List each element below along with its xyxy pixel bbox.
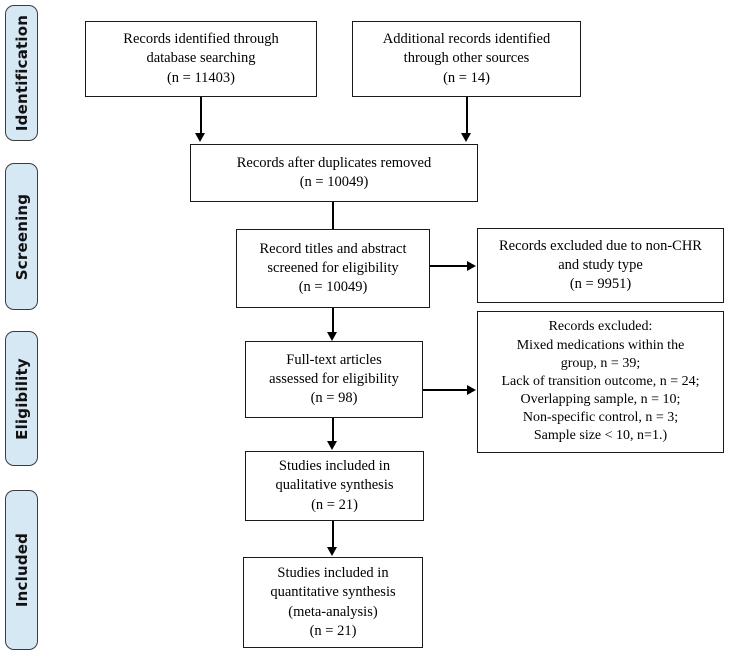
connector-fulltext-to-qualitative (332, 418, 334, 443)
arrowhead-fulltext-to-qualitative (327, 441, 337, 450)
box-records-screened-text: Record titles and abstract screened for … (259, 240, 407, 296)
connector-screened-to-excluded (430, 265, 469, 267)
stage-tab-identification: Identification (5, 5, 38, 141)
connector-fulltext-to-excluded (423, 389, 469, 391)
stage-tab-eligibility: Eligibility (5, 331, 38, 466)
box-records-after-duplicates-text: Records after duplicates removed (n = 10… (236, 154, 432, 190)
stage-tab-included-label: Included (12, 532, 31, 608)
box-fulltext-assessed: Full-text articles assessed for eligibil… (245, 341, 423, 418)
stage-tab-screening-label: Screening (12, 193, 31, 280)
arrowhead-fulltext-to-excluded (467, 384, 476, 395)
arrowhead-database-to-duplicates (195, 133, 205, 142)
box-quantitative-synthesis: Studies included in quantitative synthes… (243, 557, 423, 648)
box-qualitative-synthesis-text: Studies included in qualitative synthesi… (275, 458, 394, 513)
box-qualitative-synthesis: Studies included in qualitative synthesi… (245, 451, 424, 521)
stage-tab-screening: Screening (5, 163, 38, 310)
box-additional-records-other-sources-text: Additional records identified through ot… (382, 31, 551, 86)
arrowhead-other-sources-to-duplicates (461, 133, 471, 142)
connector-other-sources-to-duplicates (466, 97, 468, 135)
stage-tab-included: Included (5, 490, 38, 650)
connector-screened-to-fulltext (332, 308, 334, 334)
box-fulltext-assessed-text: Full-text articles assessed for eligibil… (269, 351, 399, 407)
arrowhead-qualitative-to-quantitative (327, 547, 337, 556)
box-records-identified-database: Records identified through database sear… (85, 21, 317, 97)
arrowhead-screened-to-fulltext (327, 332, 337, 341)
box-records-screened: Record titles and abstract screened for … (236, 229, 430, 308)
connector-qualitative-to-quantitative (332, 521, 334, 549)
stage-tab-eligibility-label: Eligibility (12, 357, 31, 440)
box-records-excluded-eligibility-text: Records excluded: Mixed medications with… (501, 319, 700, 444)
box-records-identified-database-text: Records identified through database sear… (123, 31, 279, 86)
arrowhead-screened-to-excluded (467, 260, 476, 271)
box-records-excluded-screening: Records excluded due to non-CHR and stud… (477, 228, 724, 303)
connector-duplicates-to-screened (332, 202, 334, 229)
box-additional-records-other-sources: Additional records identified through ot… (352, 21, 581, 97)
connector-database-to-duplicates (200, 97, 202, 135)
box-records-excluded-eligibility: Records excluded: Mixed medications with… (477, 311, 724, 453)
box-quantitative-synthesis-text: Studies included in quantitative synthes… (270, 564, 396, 639)
box-records-after-duplicates: Records after duplicates removed (n = 10… (190, 144, 478, 202)
box-records-excluded-screening-text: Records excluded due to non-CHR and stud… (499, 237, 702, 293)
stage-tab-identification-label: Identification (12, 14, 31, 132)
